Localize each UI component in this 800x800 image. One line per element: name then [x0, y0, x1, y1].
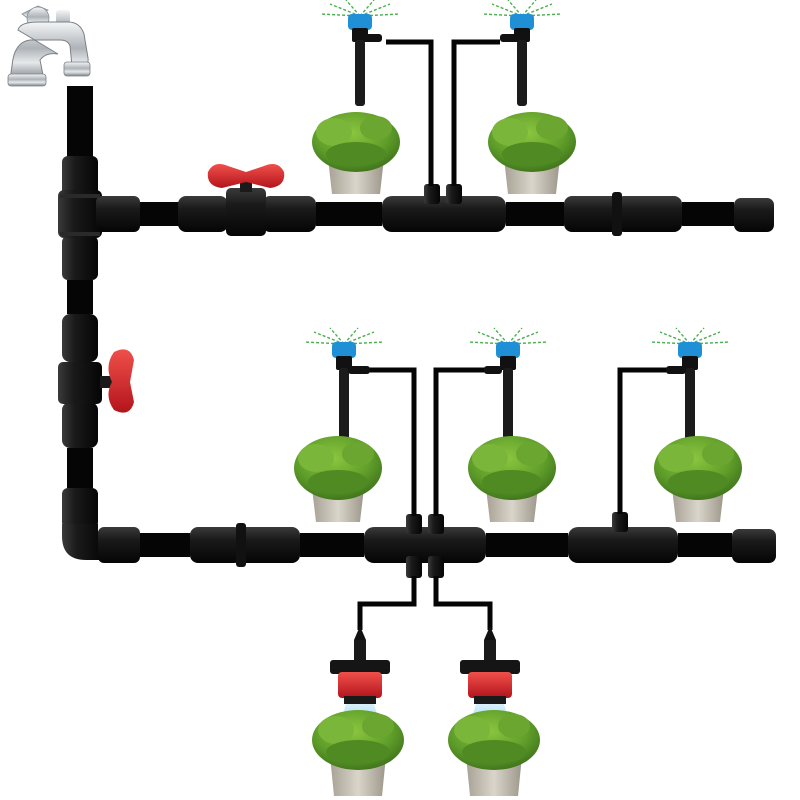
four-outlet-connector [364, 514, 486, 578]
main-tubing [67, 86, 734, 557]
tee-fitting-icon [58, 156, 140, 280]
two-outlet-connector [382, 184, 506, 232]
sprinkler-icon [303, 327, 385, 440]
plant-icon [488, 112, 576, 194]
sprinkler-icon [467, 327, 549, 440]
faucet-icon [7, 5, 91, 87]
micro-tubing [357, 39, 670, 630]
plant-icon [312, 112, 400, 194]
valve-handle-icon [178, 164, 316, 236]
elbow-fitting-icon [62, 488, 140, 563]
plant-icon [312, 710, 404, 796]
sprinkler-icon [649, 327, 731, 440]
plant-icon [468, 436, 556, 522]
valve-handle-icon [58, 314, 134, 448]
sprinkler-icon [481, 0, 563, 106]
sprinkler-icon [319, 0, 401, 106]
plant-icon [654, 436, 742, 522]
single-outlet-connector [568, 512, 678, 563]
coupler-icon [190, 192, 682, 567]
end-cap-icon [732, 198, 776, 563]
plant-icon [294, 436, 382, 522]
plant-icon [448, 710, 540, 796]
